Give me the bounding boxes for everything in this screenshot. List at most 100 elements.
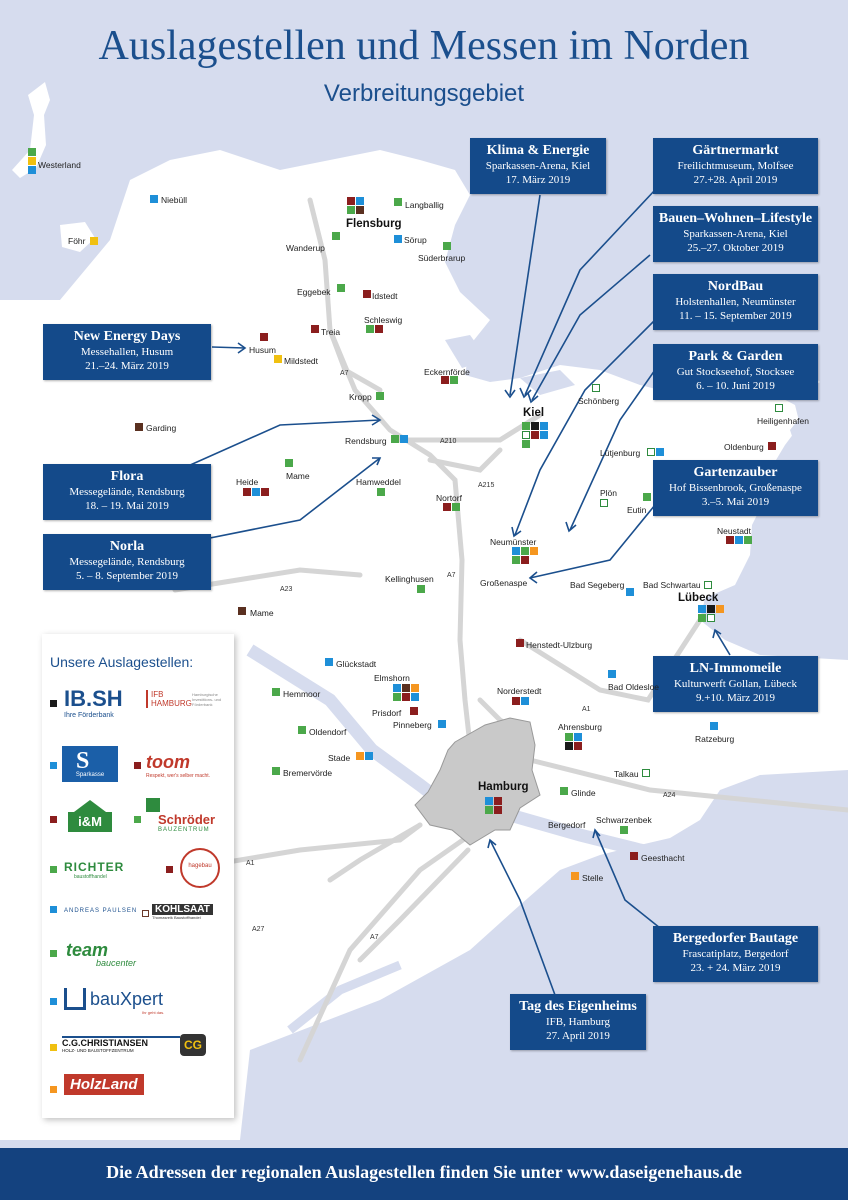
place-markers[interactable] bbox=[560, 787, 568, 795]
place-markers[interactable] bbox=[363, 290, 371, 298]
place-label: Oldendorf bbox=[309, 727, 347, 737]
place-markers[interactable] bbox=[356, 752, 373, 760]
footer-text[interactable]: Die Adressen der regionalen Auslagestell… bbox=[106, 1162, 742, 1182]
place-markers[interactable] bbox=[512, 547, 542, 564]
place-markers[interactable] bbox=[325, 658, 333, 666]
place-markers[interactable] bbox=[238, 607, 246, 615]
holzland-logo: HolzLand bbox=[64, 1074, 144, 1095]
place-markers[interactable] bbox=[647, 448, 664, 456]
place-markers[interactable] bbox=[377, 488, 385, 496]
place-markers[interactable] bbox=[135, 423, 143, 431]
event-gartenzauber[interactable]: Gartenzauber Hof Bissenbrook, Großenaspe… bbox=[653, 460, 818, 516]
event-bergedorfer-bautage[interactable]: Bergedorfer Bautage Frascatiplatz, Berge… bbox=[653, 926, 818, 982]
place-markers[interactable] bbox=[391, 435, 408, 443]
place-markers[interactable] bbox=[726, 536, 752, 544]
marker-black bbox=[707, 605, 715, 613]
marker-green bbox=[285, 459, 293, 467]
kohlsaat-logo: KOHLSAAT Thomasreik Baustoffhandel bbox=[152, 904, 213, 920]
place-markers[interactable] bbox=[565, 733, 585, 750]
place-markers[interactable] bbox=[592, 384, 600, 392]
place-markers[interactable] bbox=[438, 720, 446, 728]
place-markers[interactable] bbox=[642, 769, 650, 777]
event-gaertnermarkt[interactable]: Gärtnermarkt Freilichtmuseum, Molfsee 27… bbox=[653, 138, 818, 194]
place-markers[interactable] bbox=[600, 499, 608, 507]
place-markers[interactable] bbox=[710, 722, 718, 730]
place-markers[interactable] bbox=[516, 639, 524, 647]
event-flora[interactable]: Flora Messegelände, Rendsburg 18. – 19. … bbox=[43, 464, 211, 520]
place-markers[interactable] bbox=[376, 392, 384, 400]
logo-text: Schröder bbox=[158, 812, 216, 827]
place-label: Kropp bbox=[349, 392, 372, 402]
place-markers[interactable] bbox=[272, 767, 280, 775]
logo-subtext: Ihre Förderbank bbox=[64, 712, 114, 719]
place-markers[interactable] bbox=[394, 198, 402, 206]
place-markers[interactable] bbox=[643, 493, 651, 501]
event-name: Klima & Energie bbox=[486, 143, 590, 158]
place-markers[interactable] bbox=[704, 581, 712, 589]
place-markers[interactable] bbox=[311, 325, 319, 333]
place-markers[interactable] bbox=[626, 588, 634, 596]
place-markers[interactable] bbox=[272, 688, 280, 696]
place-label: Idstedt bbox=[372, 291, 398, 301]
place-markers[interactable] bbox=[443, 503, 460, 511]
place-markers[interactable] bbox=[298, 726, 306, 734]
marker-blue bbox=[393, 684, 401, 692]
place-markers[interactable] bbox=[417, 585, 425, 593]
place-markers[interactable] bbox=[243, 488, 269, 496]
legend-marker bbox=[134, 762, 141, 769]
event-tag-des-eigenheims[interactable]: Tag des Eigenheims IFB, Hamburg 27. Apri… bbox=[510, 994, 646, 1050]
legend-marker bbox=[50, 1044, 57, 1051]
place-markers[interactable] bbox=[337, 284, 345, 292]
place-label: Wanderup bbox=[286, 243, 325, 253]
place-markers[interactable] bbox=[285, 459, 293, 467]
place-markers[interactable] bbox=[620, 826, 628, 834]
place-markers[interactable] bbox=[260, 333, 268, 341]
event-norla[interactable]: Norla Messegelände, Rendsburg 5. – 8. Se… bbox=[43, 534, 211, 590]
event-ln-immomeile[interactable]: LN-Immomeile Kulturwerft Gollan, Lübeck … bbox=[653, 656, 818, 712]
legend-marker bbox=[50, 866, 57, 873]
marker-green bbox=[452, 503, 460, 511]
marker-blue bbox=[28, 166, 36, 174]
city-label: Flensburg bbox=[346, 218, 402, 230]
event-park-garden[interactable]: Park & Garden Gut Stockseehof, Stocksee … bbox=[653, 344, 818, 400]
place-markers[interactable] bbox=[775, 404, 783, 412]
event-date: 17. März 2019 bbox=[505, 174, 571, 186]
place-markers[interactable] bbox=[630, 852, 638, 860]
place-markers[interactable] bbox=[571, 872, 579, 880]
place-markers[interactable] bbox=[441, 376, 458, 384]
place-markers[interactable] bbox=[150, 195, 158, 203]
place-markers[interactable] bbox=[698, 605, 728, 622]
place-markers[interactable] bbox=[347, 197, 367, 214]
place-markers[interactable] bbox=[410, 707, 418, 715]
place-markers[interactable] bbox=[485, 797, 505, 814]
marker-red bbox=[375, 325, 383, 333]
place-label: Schleswig bbox=[364, 315, 403, 325]
legend-marker bbox=[50, 700, 57, 707]
marker-red bbox=[243, 488, 251, 496]
place-markers[interactable] bbox=[90, 237, 98, 245]
place-markers[interactable] bbox=[366, 325, 383, 333]
marker-blue bbox=[252, 488, 260, 496]
place-markers[interactable] bbox=[332, 232, 340, 240]
event-klima-energie[interactable]: Klima & Energie Sparkassen-Arena, Kiel 1… bbox=[470, 138, 606, 194]
place-markers[interactable] bbox=[393, 684, 423, 701]
place-label: Bad Schwartau bbox=[643, 580, 701, 590]
marker-brown bbox=[402, 684, 410, 692]
place-markers[interactable] bbox=[274, 355, 282, 363]
place-markers[interactable] bbox=[522, 422, 552, 448]
event-bauen-wohnen-lifestyle[interactable]: Bauen–Wohnen–Lifestyle Sparkassen-Arena,… bbox=[653, 206, 818, 262]
marker-brown bbox=[356, 206, 364, 214]
place-markers[interactable] bbox=[768, 442, 776, 450]
event-place: IFB, Hamburg bbox=[546, 1016, 610, 1028]
place-markers[interactable] bbox=[608, 670, 616, 678]
event-nordbau[interactable]: NordBau Holstenhallen, Neumünster 11. – … bbox=[653, 274, 818, 330]
im-house-icon bbox=[74, 800, 106, 812]
marker-blue bbox=[438, 720, 446, 728]
event-new-energy-days[interactable]: New Energy Days Messehallen, Husum 21.–2… bbox=[43, 324, 211, 380]
place-markers[interactable] bbox=[28, 148, 38, 174]
place-markers[interactable] bbox=[394, 235, 402, 243]
logo-subtext: baustoffhandel bbox=[74, 874, 107, 880]
place-markers[interactable] bbox=[443, 242, 451, 250]
place-markers[interactable] bbox=[512, 697, 529, 705]
